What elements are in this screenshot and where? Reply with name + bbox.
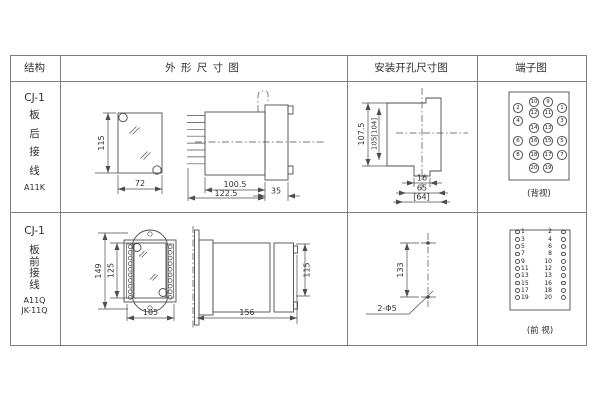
structure-cell-front: CJ-1 板 前 接 线 A11Q JK-11Q — [10, 211, 59, 345]
structure-cell-rear: CJ-1 板 后 接 线 A11K — [10, 80, 59, 211]
terminal-circle: 17 — [543, 150, 553, 160]
terminal-circle: 4 — [513, 116, 523, 126]
terminal-circle: 20 — [529, 163, 539, 173]
terminal-circle: 11 — [543, 108, 553, 118]
terminal-circle: 3 — [557, 116, 567, 126]
terminal-hole — [515, 229, 520, 235]
column-divider-3 — [477, 56, 478, 345]
terminal-caption-back: (背视) — [527, 189, 551, 199]
terminal-hole — [561, 295, 566, 301]
spec-table-frame — [10, 55, 587, 346]
terminal-number: 7 — [521, 250, 525, 258]
terminal-hole — [561, 244, 566, 249]
terminal-number: 2 — [548, 228, 552, 236]
header-mounting: 安装开孔尺寸图 — [374, 62, 448, 74]
terminal-number: 17 — [521, 286, 529, 294]
terminal-number: 13 — [521, 272, 529, 280]
terminal-circle: 6 — [513, 136, 523, 146]
terminal-hole — [515, 244, 520, 249]
terminal-hole — [515, 251, 520, 257]
terminal-number: 3 — [521, 235, 525, 243]
column-divider-1 — [60, 56, 61, 345]
terminal-hole — [515, 258, 520, 264]
terminal-hole — [561, 251, 566, 257]
terminal-number: 6 — [548, 243, 552, 250]
terminal-number: 9 — [521, 257, 525, 265]
terminal-circle: 16 — [529, 136, 539, 146]
code-label-1: A11Q — [23, 296, 46, 305]
terminal-circle: 8 — [513, 150, 523, 160]
row-divider — [11, 212, 586, 213]
terminal-circle: 15 — [543, 136, 553, 146]
wiring-label: 板 后 接 线 — [29, 109, 40, 177]
terminal-number: 8 — [548, 250, 552, 258]
terminal-circle: 10 — [529, 97, 539, 107]
terminal-number: 16 — [544, 279, 552, 287]
terminal-hole — [561, 258, 566, 264]
terminal-hole — [561, 266, 566, 271]
terminal-hole — [515, 266, 520, 271]
terminal-number: 18 — [544, 286, 552, 294]
model-label: CJ-1 — [24, 225, 45, 237]
header-outline: 外 形 尺 寸 图 — [165, 62, 240, 74]
header-terminal: 端子图 — [515, 62, 547, 74]
terminal-circle: 2 — [513, 103, 523, 113]
terminal-number: 15 — [521, 279, 529, 287]
terminal-number: 20 — [544, 294, 552, 302]
header-divider — [11, 81, 586, 82]
terminal-hole — [515, 288, 520, 293]
terminal-number: 1 — [521, 228, 525, 236]
terminal-number: 19 — [521, 294, 529, 302]
terminal-circle: 19 — [543, 163, 553, 173]
terminal-circle: 13 — [543, 123, 553, 133]
terminal-hole — [515, 295, 520, 301]
terminal-hole — [561, 236, 566, 242]
terminal-circle: 18 — [529, 150, 539, 160]
terminal-hole — [561, 273, 566, 279]
header-structure: 结构 — [24, 62, 45, 74]
model-label: CJ-1 — [24, 92, 45, 104]
terminal-circle: 7 — [557, 150, 567, 160]
terminal-circle: 5 — [557, 136, 567, 146]
terminal-circle: 1 — [557, 103, 567, 113]
terminal-number: 13 — [544, 272, 552, 280]
terminal-hole — [561, 288, 566, 293]
terminal-circle: 9 — [543, 97, 553, 107]
terminal-circle: 14 — [529, 123, 539, 133]
terminal-circle: 12 — [529, 108, 539, 118]
terminal-number: 10 — [544, 257, 552, 265]
terminal-number: 4 — [548, 235, 552, 243]
terminal-number: 11 — [521, 264, 529, 272]
wiring-label: 板 前 接 线 — [29, 244, 40, 291]
terminal-hole — [515, 273, 520, 279]
terminal-number: 5 — [521, 243, 525, 250]
terminal-number: 12 — [544, 264, 552, 272]
terminal-hole — [561, 229, 566, 235]
terminal-caption-front: (前 视) — [526, 326, 554, 336]
terminal-hole — [515, 236, 520, 242]
code-label-2: JK-11Q — [21, 306, 48, 315]
column-divider-2 — [347, 56, 348, 345]
code-label: A11K — [24, 183, 45, 192]
